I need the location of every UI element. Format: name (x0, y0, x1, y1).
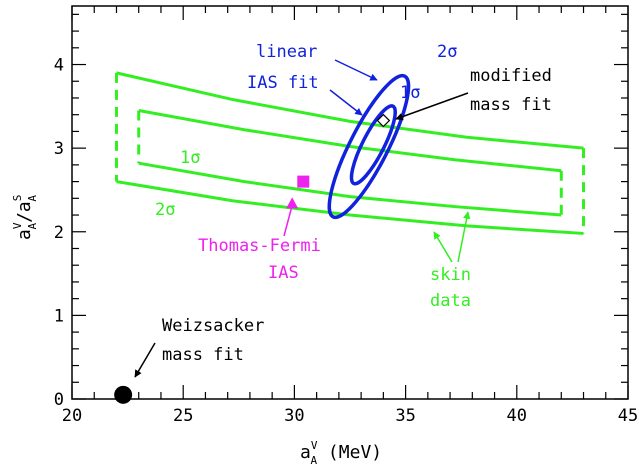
linear-ias-arrow-inner (329, 89, 363, 116)
weiz-label-line1: Weizsacker (162, 316, 264, 336)
thomas-fermi-triangle-marker (286, 197, 299, 209)
thomas-pointer (283, 205, 293, 237)
linear-ias-label-line2: IAS fit (247, 73, 319, 93)
x-tick-label: 35 (395, 406, 415, 426)
skin-arrow-right (457, 211, 471, 263)
x-tick-label: 25 (173, 406, 193, 426)
ias-fit-ellipse (349, 104, 397, 186)
y-tick-labels: 0 1 2 3 4 (54, 56, 64, 410)
skin-band (114, 71, 586, 235)
modified-arrow (395, 92, 469, 121)
skin-label-line2: data (430, 291, 471, 311)
modified-label-line2: mass fit (470, 95, 552, 115)
x-tick-label: 40 (507, 406, 527, 426)
band-lower-edge (138, 161, 562, 217)
ias-fit-ellipse (327, 73, 411, 220)
green-one-sigma-label: 1σ (180, 148, 200, 168)
skin-label-line1: skin (430, 265, 471, 285)
band-upper-edge (116, 71, 584, 150)
green-two-sigma-label: 2σ (155, 200, 175, 220)
band-lower-edge (116, 180, 584, 235)
skin-arrow-left (433, 231, 453, 263)
data-points (114, 113, 391, 404)
band-upper-edge (138, 109, 562, 173)
blue-one-sigma-label: 1σ (400, 83, 420, 103)
linear-ias-arrow-outer (334, 59, 378, 81)
y-tick-label: 4 (54, 56, 64, 76)
modified-label-line1: modified (470, 66, 552, 86)
thomas-label-line1: Thomas-Fermi (198, 236, 321, 256)
thomas-label-line2: IAS (268, 263, 299, 283)
linear-ias-label-line1: linear (256, 42, 317, 62)
x-tick-label: 20 (62, 406, 82, 426)
skin-band (137, 109, 563, 217)
modified-mass-fit-marker (376, 113, 391, 128)
weiz-label-line2: mass fit (162, 345, 244, 365)
y-tick-label: 0 (54, 390, 64, 410)
weiz-arrow (134, 342, 156, 378)
y-tick-label: 1 (54, 306, 64, 326)
blue-two-sigma-label: 2σ (437, 42, 457, 62)
thomas-fermi-square-marker (297, 175, 310, 188)
weizsacker-marker (114, 385, 133, 404)
skin-data-bands (114, 71, 586, 235)
x-tick-label: 30 (284, 406, 304, 426)
x-tick-label: 45 (618, 406, 638, 426)
y-tick-label: 2 (54, 223, 64, 243)
axis-ticks (71, 6, 629, 400)
ias-fit-ellipses (327, 73, 411, 220)
y-tick-label: 3 (54, 139, 64, 159)
plot-frame (71, 5, 629, 400)
x-tick-labels: 20 25 30 35 40 45 (62, 406, 638, 426)
